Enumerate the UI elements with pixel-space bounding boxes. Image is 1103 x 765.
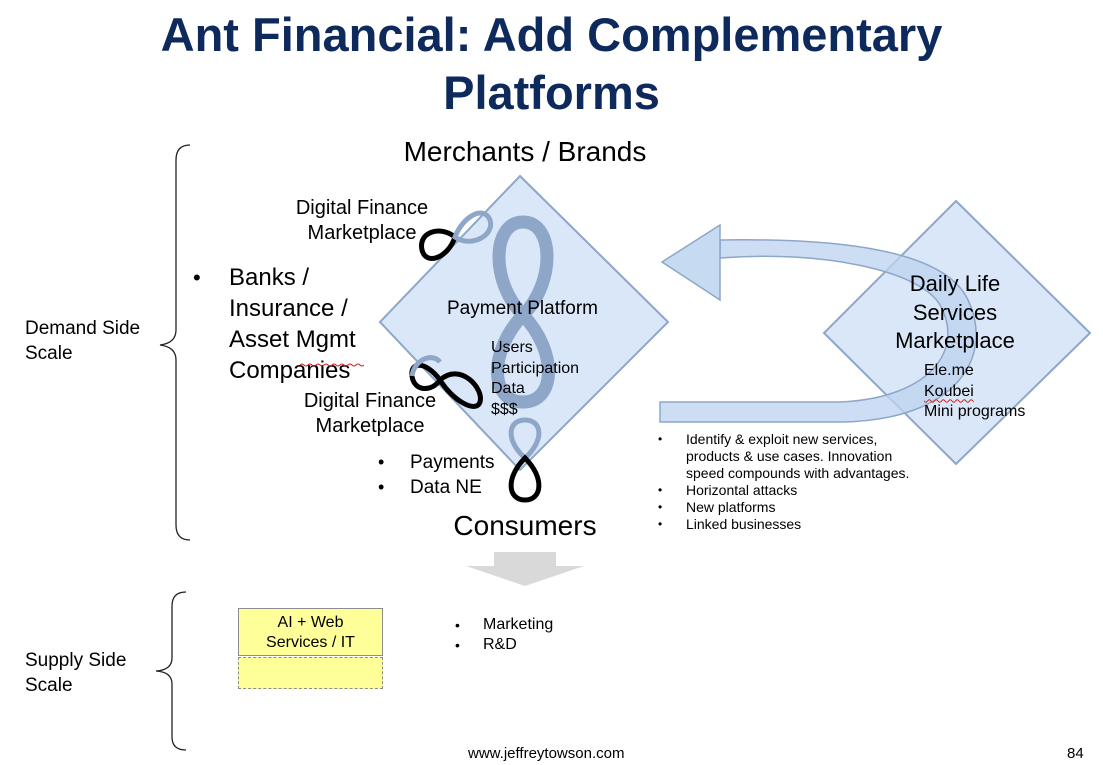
supply-curly-brace-icon xyxy=(155,591,187,751)
daily-life-item: Koubei xyxy=(924,382,974,400)
metric-data: Data xyxy=(491,380,525,397)
daily-life-item: Ele.me xyxy=(924,362,974,379)
daily-life-items: Ele.me Koubei Mini programs xyxy=(924,361,1025,423)
innovation-list-item: Horizontal attacks xyxy=(658,482,916,499)
demand-side-scale-label: Demand Side Scale xyxy=(25,318,141,364)
daily-life-title: Daily Life Services Marketplace xyxy=(895,271,1015,353)
ai-web-services-dashed-extension xyxy=(238,657,383,689)
payments-list-item: Data NE xyxy=(378,475,494,500)
innovation-list: Identify & exploit new services, product… xyxy=(658,431,916,533)
digital-finance-marketplace-bottom-label: Digital Finance Marketplace xyxy=(303,390,437,437)
top-infinity-loop-icon xyxy=(419,210,494,261)
innovation-list-item: New platforms xyxy=(658,499,916,516)
banks-list: Banks / Insurance / Asset Mgmt Companies xyxy=(193,262,356,386)
down-arrow-icon xyxy=(466,552,584,586)
slide-title-line-1: Ant Financial: Add Complementary xyxy=(160,8,943,61)
bottom-infinity-loop-icon xyxy=(409,355,483,409)
metric-money: $$$ xyxy=(491,400,518,418)
daily-life-item: Mini programs xyxy=(924,403,1026,420)
consumers-label: Consumers xyxy=(453,510,597,541)
demand-curly-brace-icon xyxy=(159,144,191,541)
merchants-brands-label: Merchants / Brands xyxy=(403,136,647,167)
payment-platform-title: Payment Platform xyxy=(447,298,598,319)
payments-list-item: Payments xyxy=(378,450,495,475)
supply-list-item: R&D xyxy=(455,635,553,655)
curved-arrow-icon xyxy=(659,223,977,423)
innovation-list-item: Identify & exploit new services, product… xyxy=(658,431,916,482)
bottom-vertical-infinity-loop-icon xyxy=(508,417,542,503)
metric-participation: Participation xyxy=(491,359,580,377)
slide-title-line-2: Platforms xyxy=(443,66,660,119)
supply-side-scale-label: Supply Side Scale xyxy=(25,650,127,696)
footer-website: www.jeffreytowson.com xyxy=(468,745,625,762)
payments-list: Payments Data NE xyxy=(378,450,495,500)
payment-platform-metrics: Users Participation Data $$$ xyxy=(491,338,579,420)
supply-list-item: Marketing xyxy=(455,615,553,635)
banks-list-text: Banks / Insurance / Asset Mgmt Companies xyxy=(229,264,356,384)
spellcheck-underline xyxy=(299,354,365,367)
page-number: 84 xyxy=(1067,745,1084,762)
innovation-list-item: Linked businesses xyxy=(658,516,916,533)
digital-finance-marketplace-top-label: Digital Finance Marketplace xyxy=(295,197,429,244)
ai-web-services-box: AI + Web Services / IT xyxy=(238,608,383,656)
supply-list: Marketing R&D xyxy=(455,615,553,655)
banks-list-item: Banks / Insurance / Asset Mgmt Companies xyxy=(193,262,356,386)
central-infinity-loop-icon xyxy=(491,215,555,409)
metric-users: Users xyxy=(491,339,533,356)
